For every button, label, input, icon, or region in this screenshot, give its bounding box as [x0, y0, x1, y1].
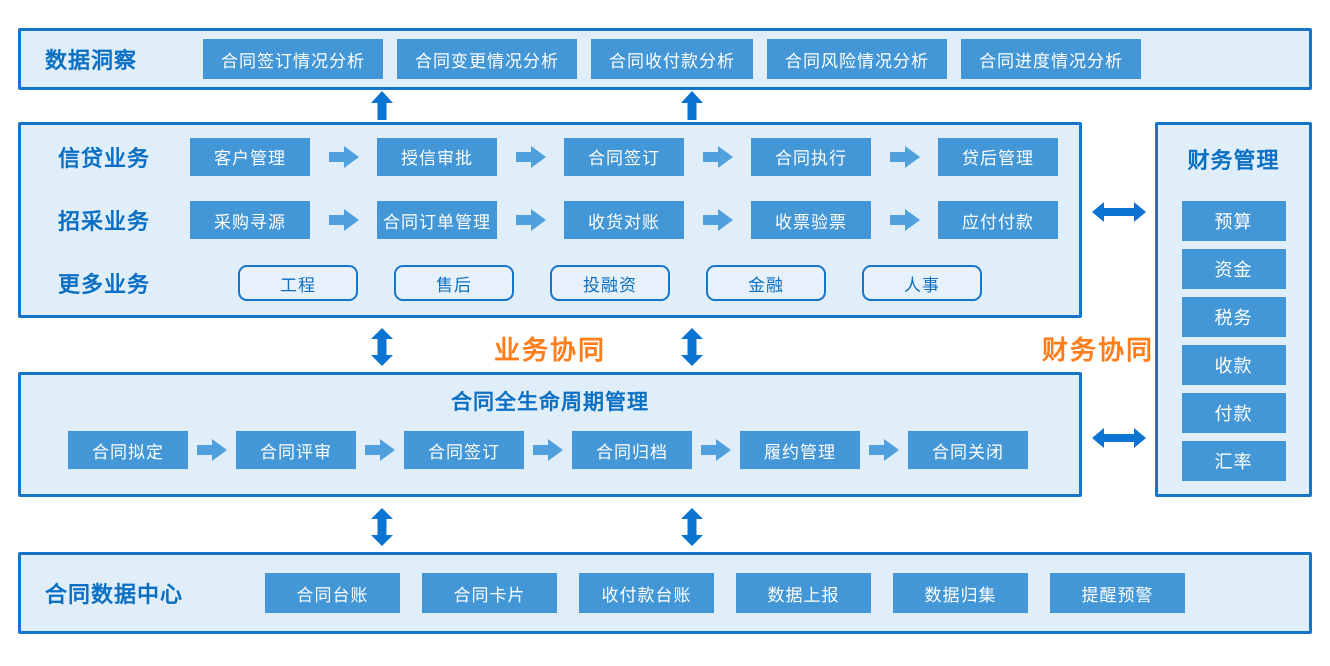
step-goods-receipt-reconciliation: 收货对账: [564, 201, 684, 239]
tag-finance: 金融: [706, 265, 826, 302]
procurement-business-label: 招采业务: [58, 209, 151, 234]
dc-data-reporting: 数据上报: [736, 573, 871, 613]
flow-arrow-right-icon: [871, 143, 938, 171]
dc-data-collection: 数据归集: [893, 573, 1028, 613]
procurement-business-row: 招采业务 采购寻源 合同订单管理 收货对账 收票验票 应付付款: [21, 189, 1079, 252]
flow-arrow-right-icon: [310, 206, 377, 234]
data-insights-title: 数据洞察: [45, 48, 138, 73]
finance-exchange-rate: 汇率: [1181, 441, 1286, 481]
contract-lifecycle-steps: 合同拟定 合同评审 合同签订 合同归档 履约管理 合同关闭: [68, 431, 1079, 469]
double-arrow-horizontal-icon: [1092, 427, 1146, 449]
finance-button-group: 预算 资金 税务 收款 付款 汇率: [1181, 201, 1286, 481]
step-contract-execution: 合同执行: [751, 137, 871, 176]
flow-arrow-right-icon: [684, 143, 751, 171]
up-arrow-icon: [371, 91, 393, 120]
flow-arrow-right-icon: [684, 206, 751, 234]
double-arrow-vertical-icon: [681, 328, 703, 366]
contract-lifecycle-section: 合同全生命周期管理 合同拟定 合同评审 合同签订 合同归档 履约管理 合同关闭: [18, 372, 1082, 497]
more-business-tags: 工程 售后 投融资 金融 人事: [238, 265, 982, 302]
flow-arrow-right-icon: [860, 436, 908, 464]
flow-arrow-right-icon: [497, 206, 564, 234]
flow-arrow-right-icon: [497, 143, 564, 171]
insight-contract-risk-analysis: 合同风险情况分析: [767, 39, 947, 79]
tag-after-sales: 售后: [394, 265, 514, 302]
step-credit-approval: 授信审批: [377, 137, 497, 176]
double-arrow-vertical-icon: [371, 328, 393, 366]
dc-contract-card: 合同卡片: [422, 573, 557, 613]
finance-funds: 资金: [1181, 249, 1286, 289]
double-arrow-horizontal-icon: [1092, 201, 1146, 223]
credit-business-row: 信贷业务 客户管理 授信审批 合同签订 合同执行 贷后管理: [21, 125, 1079, 188]
step-performance-management: 履约管理: [740, 431, 860, 469]
step-contract-order-management: 合同订单管理: [377, 201, 497, 239]
step-contract-closure: 合同关闭: [908, 431, 1028, 469]
finance-budget: 预算: [1181, 201, 1286, 241]
procurement-business-steps: 采购寻源 合同订单管理 收货对账 收票验票 应付付款: [190, 201, 1058, 239]
step-contract-signing-lifecycle: 合同签订: [404, 431, 524, 469]
tag-investment-financing: 投融资: [550, 265, 670, 302]
step-contract-drafting: 合同拟定: [68, 431, 188, 469]
finance-tax: 税务: [1181, 297, 1286, 337]
more-business-label: 更多业务: [58, 272, 151, 298]
dc-contract-ledger: 合同台账: [265, 573, 400, 613]
double-arrow-vertical-icon: [681, 508, 703, 546]
data-center-button-group: 合同台账 合同卡片 收付款台账 数据上报 数据归集 提醒预警: [265, 573, 1185, 613]
dc-payment-ledger: 收付款台账: [579, 573, 714, 613]
finance-management-section: 财务管理 预算 资金 税务 收款 付款 汇率: [1155, 122, 1312, 497]
finance-management-title: 财务管理: [1187, 148, 1280, 173]
step-sourcing: 采购寻源: [190, 201, 310, 239]
more-business-row: 更多业务 工程 售后 投融资 金融 人事: [21, 252, 1079, 315]
step-contract-review: 合同评审: [236, 431, 356, 469]
insight-contract-payment-analysis: 合同收付款分析: [591, 39, 753, 79]
flow-arrow-right-icon: [692, 436, 740, 464]
insight-contract-progress-analysis: 合同进度情况分析: [961, 39, 1141, 79]
finance-collaboration-label: 财务协同: [1041, 335, 1154, 365]
step-accounts-payable: 应付付款: [938, 201, 1058, 239]
contract-data-center-section: 合同数据中心 合同台账 合同卡片 收付款台账 数据上报 数据归集 提醒预警: [18, 552, 1312, 634]
step-invoice-verification: 收票验票: [751, 201, 871, 239]
tag-hr: 人事: [862, 265, 982, 302]
flow-arrow-right-icon: [310, 143, 377, 171]
contract-data-center-title: 合同数据中心: [45, 582, 184, 607]
insight-contract-signing-analysis: 合同签订情况分析: [203, 39, 383, 79]
business-flows-section: 信贷业务 客户管理 授信审批 合同签订 合同执行 贷后管理 招采业务 采购寻源 …: [18, 122, 1082, 318]
credit-business-label: 信贷业务: [58, 145, 151, 171]
contract-lifecycle-title: 合同全生命周期管理: [451, 391, 649, 414]
step-post-loan-management: 贷后管理: [938, 137, 1058, 176]
up-arrow-icon: [681, 91, 703, 120]
flow-arrow-right-icon: [524, 436, 572, 464]
finance-payments: 付款: [1181, 393, 1286, 433]
step-contract-archiving: 合同归档: [572, 431, 692, 469]
step-contract-signing: 合同签订: [564, 137, 684, 176]
double-arrow-vertical-icon: [371, 508, 393, 546]
data-insights-section: 数据洞察 合同签订情况分析 合同变更情况分析 合同收付款分析 合同风险情况分析 …: [18, 28, 1312, 90]
flow-arrow-right-icon: [356, 436, 404, 464]
tag-engineering: 工程: [238, 265, 358, 302]
finance-receipts: 收款: [1181, 345, 1286, 385]
step-customer-management: 客户管理: [190, 137, 310, 176]
flow-arrow-right-icon: [188, 436, 236, 464]
insight-button-group: 合同签订情况分析 合同变更情况分析 合同收付款分析 合同风险情况分析 合同进度情…: [203, 39, 1141, 79]
insight-contract-change-analysis: 合同变更情况分析: [397, 39, 577, 79]
business-collaboration-label: 业务协同: [493, 335, 606, 365]
credit-business-steps: 客户管理 授信审批 合同签订 合同执行 贷后管理: [190, 137, 1058, 176]
dc-reminder-warning: 提醒预警: [1050, 573, 1185, 613]
flow-arrow-right-icon: [871, 206, 938, 234]
